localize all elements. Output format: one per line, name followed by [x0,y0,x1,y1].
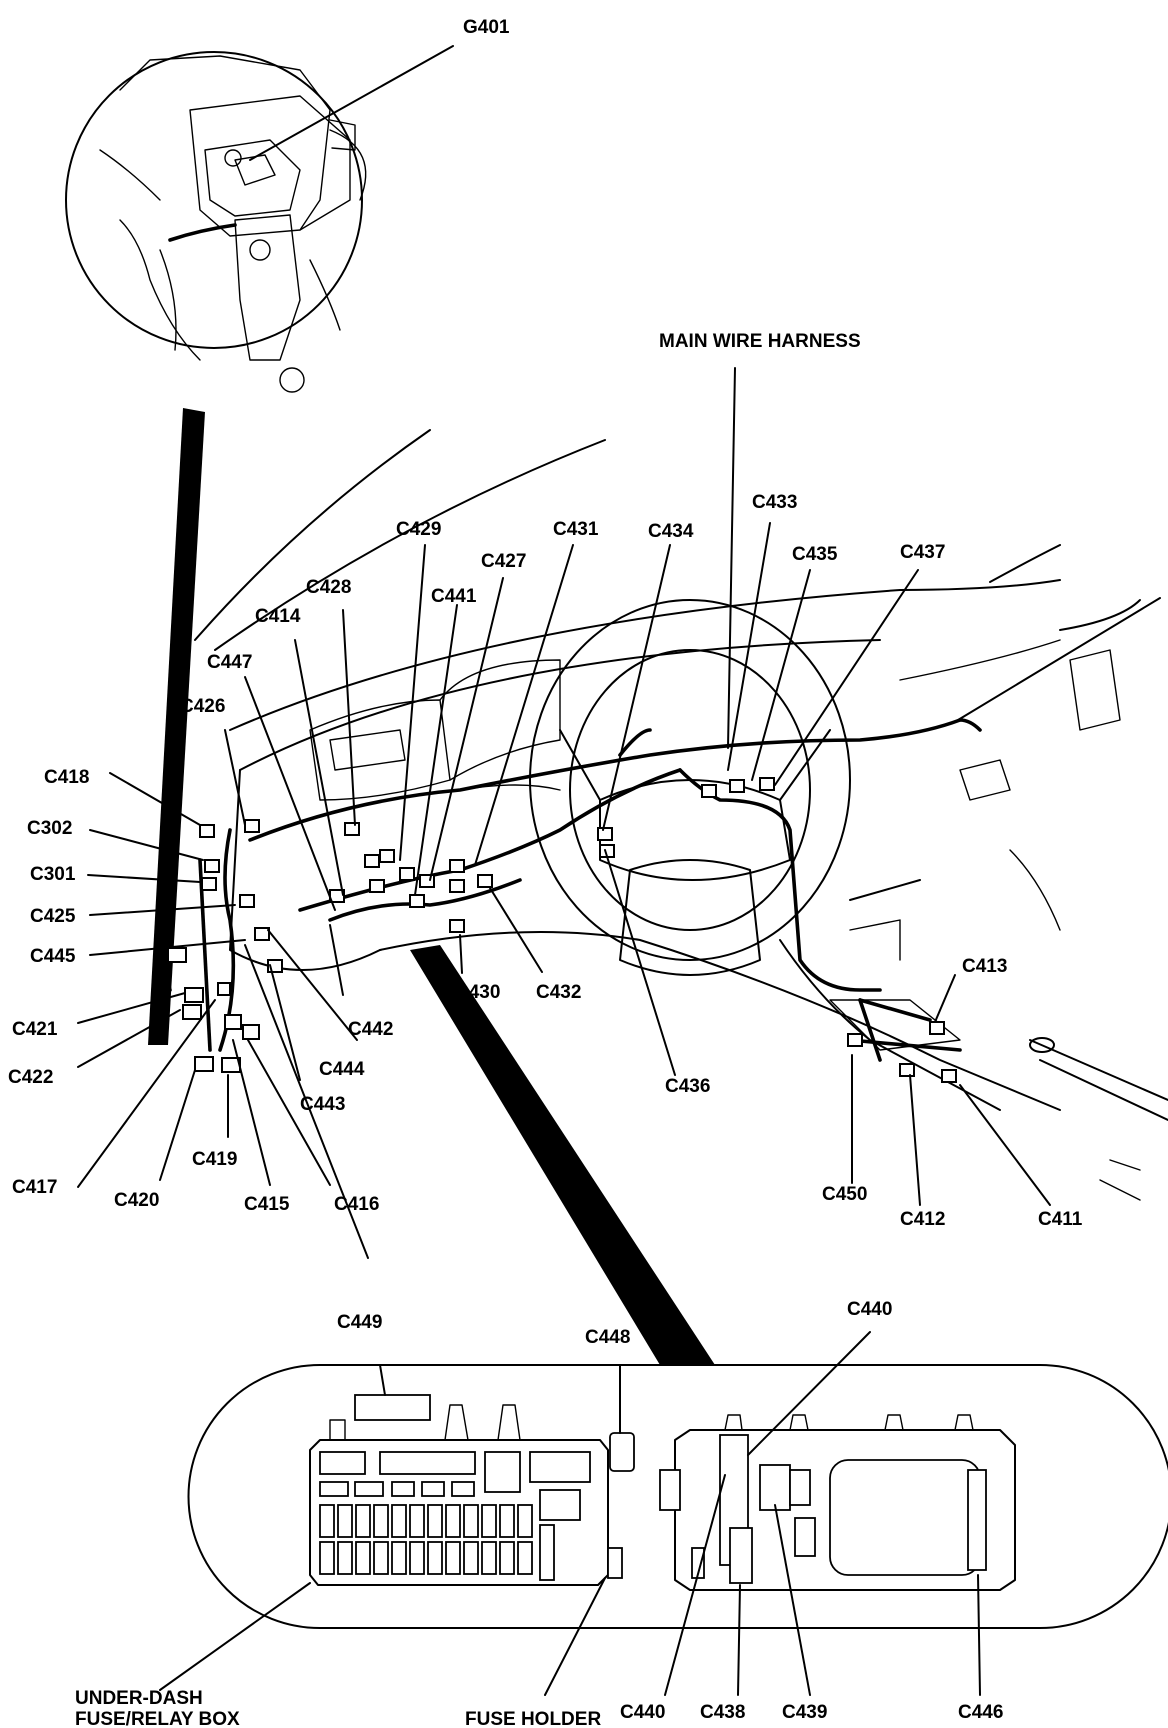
leader-lines [77,45,1161,1259]
label-c439: C439 [782,1702,827,1723]
connector-block [369,879,385,893]
connector-block [419,874,435,888]
label-c428: C428 [306,577,351,598]
label-g401: G401 [463,17,510,38]
connector-block [399,867,415,881]
connector-block [899,1063,915,1077]
label-c414: C414 [255,606,301,627]
fuse-box-inset [159,1331,1168,1696]
connector-block [379,849,395,863]
label-c302: C302 [27,818,72,839]
label-c431: C431 [553,519,599,540]
label-c440-bottom: C440 [620,1702,665,1723]
label-c422: C422 [8,1067,53,1088]
label-fuse-holder: FUSE HOLDER [465,1709,601,1728]
label-c415: C415 [244,1194,290,1215]
connector-block [729,779,745,793]
label-c442: C442 [348,1019,393,1040]
label-c434: C434 [648,521,694,542]
ground-detail-inset [65,51,367,393]
callout-labels: G401 MAIN WIRE HARNESS C433 C429 C431 C4… [8,17,1083,1728]
main-harness-wires [158,718,982,1062]
fuse-grid [319,1504,555,1581]
label-main-wire-harness: MAIN WIRE HARNESS [659,331,861,352]
connector-block [409,894,425,908]
label-c301: C301 [30,864,76,885]
connector-block [217,982,231,996]
label-c448: C448 [585,1327,630,1348]
label-c436: C436 [665,1076,710,1097]
connector-block [759,777,775,791]
lower-leader-band [410,945,715,1365]
connector-block [204,859,220,873]
label-c418: C418 [44,767,89,788]
connector-block [929,1021,945,1035]
connector-block [182,1004,202,1020]
connector-block [199,824,215,838]
inset-leader-band [148,408,205,1045]
connector-block [224,1014,242,1030]
label-c435: C435 [792,544,838,565]
label-c425: C425 [30,906,76,927]
harness-connectors [167,777,957,1083]
label-c427: C427 [481,551,526,572]
label-c444: C444 [319,1059,365,1080]
connector-block [449,919,465,933]
label-c412: C412 [900,1209,945,1230]
label-c417: C417 [12,1177,57,1198]
label-c446: C446 [958,1702,1003,1723]
label-c416: C416 [334,1194,379,1215]
connector-block [449,879,465,893]
label-c437: C437 [900,542,945,563]
label-c430: C430 [455,982,500,1003]
label-c450: C450 [822,1184,867,1205]
connector-block [194,1056,214,1072]
label-c433: C433 [752,492,797,513]
connector-block [254,927,270,941]
label-c432: C432 [536,982,581,1003]
connector-block [242,1024,260,1040]
label-c411: C411 [1038,1209,1083,1230]
connector-block [239,894,255,908]
label-c447: C447 [207,652,252,673]
connector-block [847,1033,863,1047]
connector-block [244,819,260,833]
label-c438: C438 [700,1702,745,1723]
dashboard-sketch [194,429,1168,1201]
label-c445: C445 [30,946,76,967]
label-c419: C419 [192,1149,237,1170]
connector-block [449,859,465,873]
label-c429: C429 [396,519,441,540]
label-c440-top: C440 [847,1299,892,1320]
label-fuse-relay-box: FUSE/RELAY BOX [75,1709,240,1728]
label-under-dash: UNDER-DASH [75,1688,203,1709]
label-c441: C441 [431,586,477,607]
label-c413: C413 [962,956,1007,977]
label-c426: C426 [180,696,225,717]
connector-block [941,1069,957,1083]
connector-block [477,874,493,888]
label-c421: C421 [12,1019,58,1040]
connector-block [364,854,380,868]
connector-block [184,987,204,1003]
connector-block [701,784,717,798]
label-c443: C443 [300,1094,345,1115]
connector-block [167,947,187,963]
label-c420: C420 [114,1190,159,1211]
label-c449: C449 [337,1312,382,1333]
connector-block [201,877,217,891]
connector-block [597,827,613,841]
connector-block [344,822,360,836]
